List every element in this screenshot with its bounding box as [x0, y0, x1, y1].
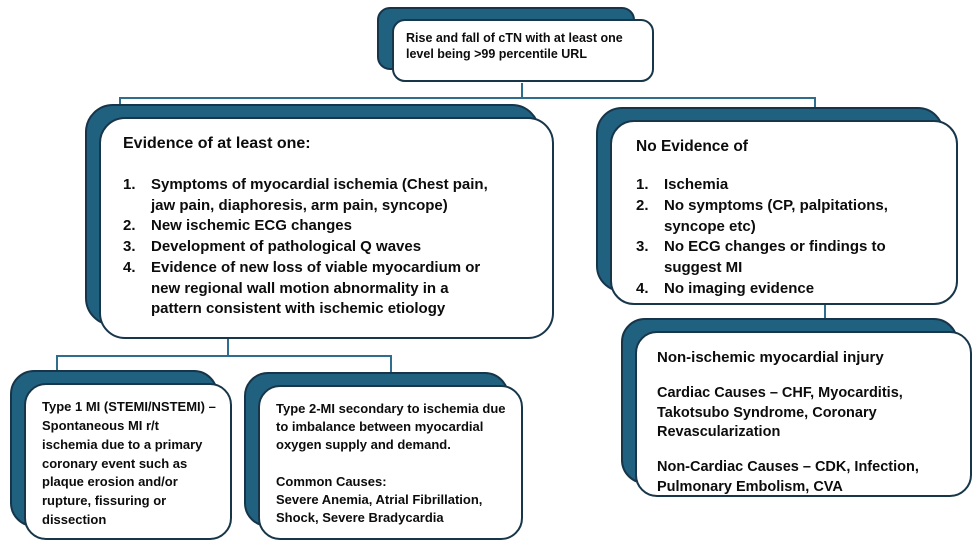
no-evidence-box-title: No Evidence of: [636, 138, 748, 155]
list-item-number: 4.: [123, 258, 136, 276]
list-item: 2. New ischemic ECG changes: [123, 216, 502, 237]
list-item-number: 3.: [636, 238, 649, 256]
non-cardiac-causes-text: Non-Cardiac Causes – CDK, Infection, Pul…: [657, 458, 919, 495]
connector-root-stem: [521, 83, 523, 98]
type1-mi-box-text: Type 1 MI (STEMI/NSTEMI) – Spontaneous M…: [42, 399, 216, 528]
list-item-text: Development of pathological Q waves: [151, 238, 422, 256]
list-item-text: New ischemic ECG changes: [151, 217, 352, 235]
list-item: 3. Development of pathological Q waves: [123, 237, 502, 258]
list-item-number: 1.: [636, 176, 649, 194]
list-item-number: 2.: [636, 197, 649, 215]
type2-mi-box: Type 2-MI secondary to ischemia due to i…: [244, 372, 523, 540]
root-box-text: Rise and fall of cTN with at least one l…: [406, 31, 623, 62]
type2-common-causes-label: Common Causes:: [276, 473, 387, 489]
type2-common-causes-text: Severe Anemia, Atrial Fibrillation, Shoc…: [276, 491, 483, 525]
evidence-box: Evidence of at least one: 1. Symptoms of…: [85, 104, 554, 339]
list-item: 3. No ECG changes or findings to suggest…: [636, 237, 926, 278]
list-item: 1. Ischemia: [636, 175, 926, 196]
evidence-box-card: Evidence of at least one: 1. Symptoms of…: [99, 117, 554, 339]
list-item: 4. Evidence of new loss of viable myocar…: [123, 258, 502, 320]
type2-mi-box-text: Type 2-MI secondary to ischemia due to i…: [276, 401, 506, 453]
list-item-text: Ischemia: [664, 176, 729, 194]
list-item-number: 3.: [123, 238, 136, 256]
cardiac-causes-text: Cardiac Causes – CHF, Myocarditis, Takot…: [657, 385, 903, 441]
list-item-text: Symptoms of myocardial ischemia (Chest p…: [151, 176, 488, 214]
list-item: 2. No symptoms (CP, palpitations, syncop…: [636, 196, 926, 237]
list-item-number: 2.: [123, 217, 136, 235]
connector-evidence-stem: [227, 339, 229, 356]
no-evidence-box-card: No Evidence of 1. Ischemia 2. No symptom…: [610, 120, 958, 305]
list-item: 1. Symptoms of myocardial ischemia (Ches…: [123, 175, 502, 216]
list-item-text: No ECG changes or findings to suggest MI: [664, 238, 886, 277]
type2-mi-box-card: Type 2-MI secondary to ischemia due to i…: [258, 385, 523, 540]
list-item-text: Evidence of new loss of viable myocardiu…: [151, 258, 481, 318]
no-evidence-box: No Evidence of 1. Ischemia 2. No symptom…: [596, 107, 958, 305]
connector-type2-drop: [390, 355, 392, 375]
list-item-text: No symptoms (CP, palpitations, syncope e…: [664, 197, 888, 235]
list-item-text: No imaging evidence: [664, 279, 815, 297]
root-box: Rise and fall of cTN with at least one l…: [377, 7, 654, 83]
non-ischemic-injury-box-title: Non-ischemic myocardial injury: [657, 349, 884, 366]
list-item: 4. No imaging evidence: [636, 279, 926, 300]
connector-top-horizontal: [119, 97, 816, 99]
non-ischemic-injury-box-card: Non-ischemic myocardial injury Cardiac C…: [635, 331, 972, 497]
root-box-card: Rise and fall of cTN with at least one l…: [392, 19, 654, 82]
type1-mi-box: Type 1 MI (STEMI/NSTEMI) – Spontaneous M…: [10, 370, 232, 540]
connector-lower-horizontal: [56, 355, 392, 357]
evidence-box-title: Evidence of at least one:: [123, 135, 311, 152]
connector-injury-stem: [824, 305, 826, 321]
list-item-number: 4.: [636, 279, 649, 297]
connector-right-drop: [814, 97, 816, 111]
list-item-number: 1.: [123, 176, 136, 194]
non-ischemic-injury-box: Non-ischemic myocardial injury Cardiac C…: [621, 318, 972, 497]
connector-type1-drop: [56, 355, 58, 374]
type1-mi-box-card: Type 1 MI (STEMI/NSTEMI) – Spontaneous M…: [24, 383, 232, 540]
